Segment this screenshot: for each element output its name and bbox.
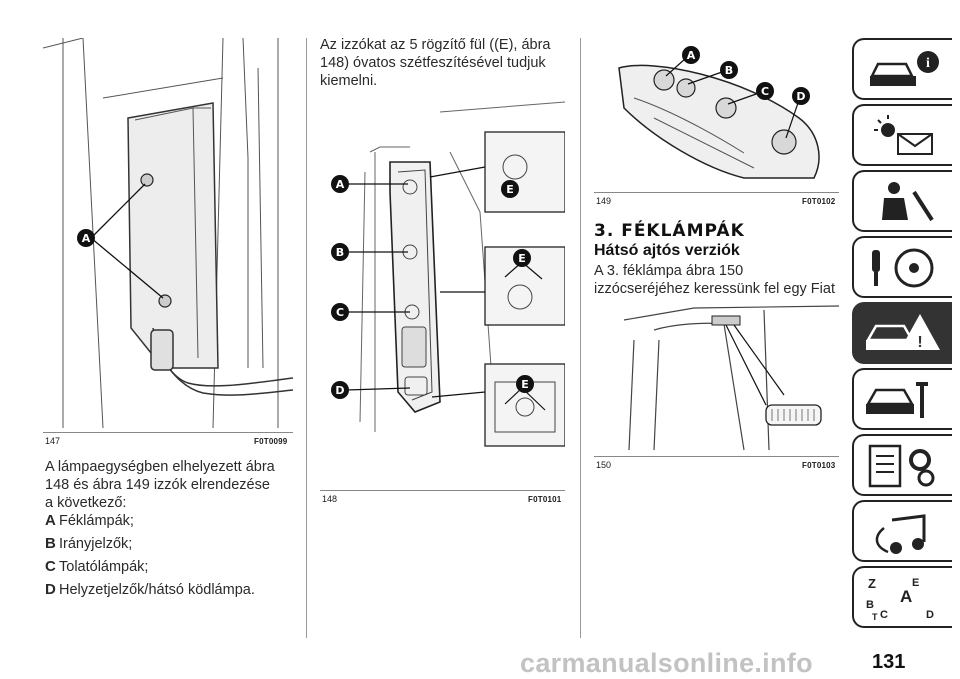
list-item-text: Helyzetjelzők/hátsó ködlámpa. xyxy=(59,582,255,598)
tail-light-cavity-drawing: A xyxy=(43,38,293,428)
index-letter: B xyxy=(866,599,874,611)
tab-warning-lights[interactable] xyxy=(852,104,952,166)
list-item-letter: D xyxy=(45,581,56,598)
list-item-letter: B xyxy=(45,535,56,552)
list-item-text: Irányjelzők; xyxy=(59,536,133,552)
bulb-list: A Féklámpák; B Irányjelzők; C Tolatólámp… xyxy=(45,512,295,599)
index-letter: T xyxy=(872,612,878,622)
callout-label-d: D xyxy=(335,384,344,397)
warning-lights-icon xyxy=(874,115,933,155)
callout-label-d: D xyxy=(796,90,805,103)
key-steering-wheel-icon xyxy=(872,248,934,288)
callout-label-c: C xyxy=(761,85,769,98)
figure-148-code: F0T0101 xyxy=(528,495,562,504)
figure-148-caption-rule xyxy=(320,490,565,491)
callout-label-e: E xyxy=(506,183,514,196)
figure-150-caption-rule xyxy=(594,456,839,457)
list-item: C Tolatólámpák; xyxy=(45,558,295,576)
index-letter: E xyxy=(912,577,919,589)
bulb-holder-drawing: A B C D xyxy=(618,46,820,179)
car-info-icon: i xyxy=(869,51,939,86)
figure-148: A B C D E E E xyxy=(320,92,565,484)
figure-149-code: F0T0102 xyxy=(802,197,836,206)
bulb-layout-intro: A lámpaegységben elhelyezett ábra 148 és… xyxy=(45,459,275,511)
subsection-title: Hátsó ajtós verziók xyxy=(594,242,740,259)
figure-148-number: 148 xyxy=(322,494,338,504)
index-letter: D xyxy=(926,609,934,621)
column-divider xyxy=(580,38,581,638)
callout-label-e: E xyxy=(518,252,526,265)
tab-car-maintenance[interactable] xyxy=(852,368,952,430)
multimedia-icon xyxy=(875,514,926,554)
watermark: carmanualsonline.info xyxy=(520,648,813,678)
callout-label-b: B xyxy=(336,246,344,259)
callout-label-a: A xyxy=(336,178,345,191)
tab-key-steering[interactable] xyxy=(852,236,952,298)
tab-index[interactable]: Z E A B C T D xyxy=(852,566,952,628)
car-maintenance-icon xyxy=(865,382,928,418)
technical-data-icon xyxy=(868,444,935,488)
list-item-letter: A xyxy=(45,512,56,529)
section-title: 3. FÉKLÁMPÁK xyxy=(594,221,745,241)
index-icon: Z E A B C T D xyxy=(866,576,934,622)
list-item-text: Tolatólámpák; xyxy=(59,559,149,575)
figure-147-caption-rule xyxy=(43,432,293,433)
figure-150 xyxy=(594,300,839,452)
bulb-removal-intro: Az izzókat az 5 rögzítő fül ((E), ábra 1… xyxy=(320,37,551,89)
figure-150-number: 150 xyxy=(596,460,612,470)
svg-text:!: ! xyxy=(917,334,922,351)
list-item: D Helyzetjelzők/hátsó ködlámpa. xyxy=(45,581,295,599)
callout-label-c: C xyxy=(336,306,344,319)
index-letter: Z xyxy=(868,576,876,591)
emergency-icon: ! xyxy=(865,314,940,351)
tab-seat-safety[interactable] xyxy=(852,170,952,232)
rear-door-brake-light-drawing xyxy=(623,305,839,451)
lamp-unit-drawing: A B C D E E E xyxy=(331,101,565,447)
index-letter: A xyxy=(900,587,912,606)
list-item: A Féklámpák; xyxy=(45,512,295,530)
tab-technical-data[interactable] xyxy=(852,434,952,496)
callout-label-e: E xyxy=(521,378,529,391)
figure-147: A xyxy=(43,38,293,428)
figure-149: A B C D xyxy=(594,38,839,188)
tab-car-info[interactable]: i xyxy=(852,38,952,100)
list-item-text: Féklámpák; xyxy=(59,513,134,529)
figure-150-code: F0T0103 xyxy=(802,461,836,470)
figure-149-number: 149 xyxy=(596,196,612,206)
callout-label-a: A xyxy=(82,232,91,245)
index-letter: C xyxy=(880,609,888,621)
callout-label-a: A xyxy=(687,49,696,62)
svg-text:i: i xyxy=(926,56,930,71)
list-item: B Irányjelzők; xyxy=(45,535,295,553)
page-number: 131 xyxy=(872,651,906,673)
figure-147-code: F0T0099 xyxy=(254,437,288,446)
seat-safety-icon xyxy=(882,182,934,222)
list-item-letter: C xyxy=(45,558,56,575)
figure-149-caption-rule xyxy=(594,192,839,193)
tab-emergency[interactable]: ! xyxy=(852,302,952,364)
tab-multimedia[interactable] xyxy=(852,500,952,562)
column-divider xyxy=(306,38,307,638)
callout-label-b: B xyxy=(725,64,733,77)
figure-147-number: 147 xyxy=(45,436,61,446)
